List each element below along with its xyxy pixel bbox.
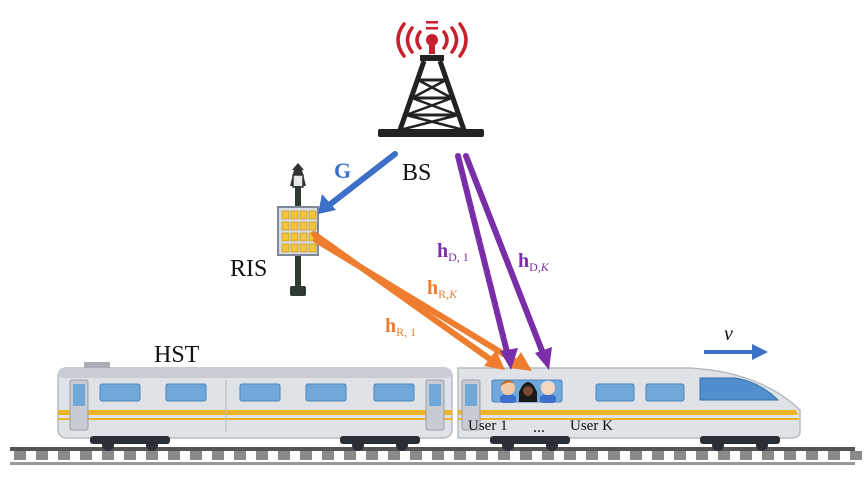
rail-sleeper (278, 451, 290, 460)
bs-label: BS (402, 160, 431, 186)
rail-sleeper (850, 451, 862, 460)
rail-sleeper (168, 451, 180, 460)
user1-label: User 1 (468, 418, 508, 434)
tower-icon (378, 55, 484, 137)
rail-sleeper (80, 451, 92, 460)
rail-sleeper (828, 451, 840, 460)
bs-userk-direct-channel-arrow (463, 153, 552, 370)
rail-sleeper (58, 451, 70, 460)
ris-element (290, 232, 299, 242)
rail-sleeper (630, 451, 642, 460)
rail-sleeper (234, 451, 246, 460)
rail-sleeper (322, 451, 334, 460)
h-dk-label: hD,K (518, 250, 550, 274)
rail-sleeper (190, 451, 202, 460)
rail-track-icon (10, 447, 862, 465)
ris-element (290, 243, 299, 253)
rail-sleeper (498, 451, 510, 460)
ris-label: RIS (230, 256, 267, 282)
rail-sleeper (344, 451, 356, 460)
ris-element (281, 210, 290, 220)
ris-userk-channel-arrow (313, 237, 532, 371)
rail-sleeper (762, 451, 774, 460)
rail-sleeper (146, 451, 158, 460)
passengers-icon (500, 380, 556, 403)
g-channel-arrow (318, 151, 398, 214)
rail-sleeper (718, 451, 730, 460)
rail-sleeper (674, 451, 686, 460)
rail-sleeper (388, 451, 400, 460)
rail-sleeper (520, 451, 532, 460)
userk-label: User K (570, 418, 613, 434)
rail-sleeper (542, 451, 554, 460)
rail-sleeper (696, 451, 708, 460)
rail-sleeper (652, 451, 664, 460)
ris-panel-icon (277, 206, 319, 256)
rail-sleeper (432, 451, 444, 460)
rail-sleeper (256, 451, 268, 460)
h-rk-label: hR,K (427, 277, 458, 301)
rail-sleeper (300, 451, 312, 460)
velocity-label: v (724, 323, 733, 345)
signal-waves-icon (396, 21, 468, 58)
rail-sleeper (102, 451, 114, 460)
ris-element (299, 232, 308, 242)
h-r1-label: hR, 1 (385, 315, 416, 339)
rail-sleeper (586, 451, 598, 460)
hst-label: HST (154, 342, 200, 368)
bs-user1-direct-channel-arrow (455, 153, 518, 370)
rail-sleeper (806, 451, 818, 460)
rail-sleeper (784, 451, 796, 460)
rail-sleeper (608, 451, 620, 460)
rail-sleeper (564, 451, 576, 460)
rail-sleeper (36, 451, 48, 460)
ris-element (299, 210, 308, 220)
ris-element (299, 221, 308, 231)
ris-element (290, 210, 299, 220)
rail-sleeper (366, 451, 378, 460)
rail-sleeper (454, 451, 466, 460)
ris-element (299, 243, 308, 253)
ris-element (281, 232, 290, 242)
ris-element (290, 221, 299, 231)
users-ellipsis: ... (533, 419, 545, 436)
velocity-arrow (704, 344, 768, 360)
rail-sleeper (476, 451, 488, 460)
ris-element (308, 210, 317, 220)
ris-element (308, 221, 317, 231)
rail-sleeper (740, 451, 752, 460)
h-d1-label: hD, 1 (437, 240, 469, 264)
rail-sleeper (14, 451, 26, 460)
rail-sleeper (212, 451, 224, 460)
g-label: G (334, 158, 351, 183)
rail-sleeper (410, 451, 422, 460)
rail-sleeper (124, 451, 136, 460)
ris-element (281, 221, 290, 231)
ris-element (308, 243, 317, 253)
train-icon (57, 362, 801, 451)
ris-element (281, 243, 290, 253)
